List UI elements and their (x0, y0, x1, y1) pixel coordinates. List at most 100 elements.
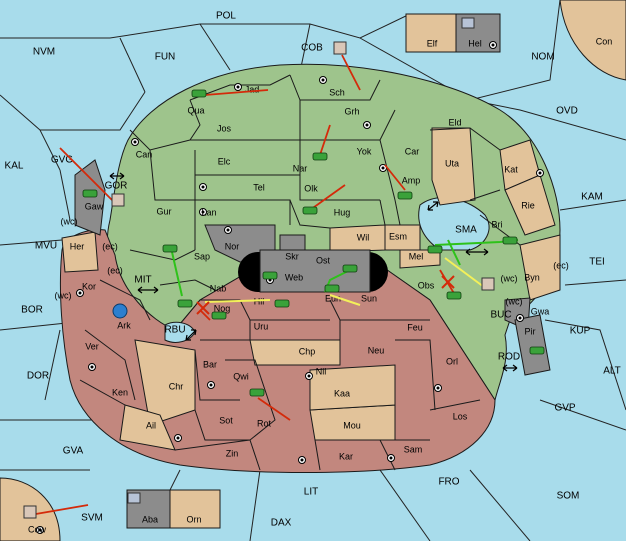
svg-text:Gwa: Gwa (531, 306, 550, 316)
label-lit: LIT (304, 487, 318, 498)
label-fun: FUN (155, 52, 176, 63)
svg-text:Ken: Ken (112, 387, 128, 397)
svg-text:Olk: Olk (304, 183, 318, 193)
svg-text:Kar: Kar (339, 451, 353, 461)
svg-text:Esm: Esm (389, 231, 407, 241)
label-tei: TEI (589, 257, 605, 268)
sea-labels: POL NVM FUN COB NOM OVD KAL GVG KAM MVU … (5, 11, 621, 529)
svg-text:Chp: Chp (299, 346, 316, 356)
move-orders (29, 54, 456, 516)
label-gva: GVA (63, 446, 84, 457)
label-gvp: GVP (554, 403, 575, 414)
svg-text:Qua: Qua (187, 105, 204, 115)
svg-text:Sap: Sap (194, 251, 210, 261)
label-nom: NOM (531, 52, 554, 63)
svg-text:Ark: Ark (117, 320, 131, 330)
label-gvg: GVG (51, 155, 73, 166)
svg-text:Amp: Amp (402, 175, 421, 185)
svg-text:Lan: Lan (201, 207, 216, 217)
connection-arrows (109, 172, 518, 372)
svg-text:Nor: Nor (225, 241, 240, 251)
label-fro: FRO (438, 477, 459, 488)
svg-text:Rie: Rie (521, 200, 535, 210)
svg-text:Gur: Gur (156, 206, 171, 216)
svg-text:Eun: Eun (325, 293, 341, 303)
svg-text:Grh: Grh (344, 106, 359, 116)
svg-text:Can: Can (136, 149, 153, 159)
svg-text:Elf: Elf (427, 38, 438, 48)
svg-text:Byn: Byn (524, 272, 540, 282)
svg-text:Hug: Hug (334, 207, 351, 217)
svg-text:Kor: Kor (82, 281, 96, 291)
province-her (61, 231, 99, 273)
svg-text:Jos: Jos (217, 123, 232, 133)
svg-text:Nil: Nil (316, 366, 327, 376)
svg-text:Nog: Nog (214, 303, 231, 313)
svg-text:Obs: Obs (418, 280, 435, 290)
svg-text:Bar: Bar (203, 359, 217, 369)
fleet-units (23, 17, 495, 519)
svg-text:Rot: Rot (257, 418, 272, 428)
label-bor: BOR (21, 305, 43, 316)
svg-text:Uta: Uta (445, 158, 459, 168)
svg-text:Con: Con (596, 36, 613, 46)
province-borders (79, 74, 521, 471)
svg-text:Gaw: Gaw (85, 201, 104, 211)
svg-text:Hel: Hel (468, 38, 482, 48)
svg-text:(ec): (ec) (102, 241, 118, 251)
label-svm: SVM (81, 513, 103, 524)
label-som: SOM (557, 491, 580, 502)
province-byn (519, 234, 561, 301)
label-mit: MIT (134, 275, 151, 286)
svg-text:Jad: Jad (245, 84, 260, 94)
army-units (82, 89, 545, 397)
province-pir (514, 314, 551, 376)
label-pol: POL (216, 11, 236, 22)
failed-order-markers (196, 275, 455, 315)
svg-text:Kat: Kat (504, 164, 518, 174)
label-dor: DOR (27, 371, 49, 382)
svg-text:Neu: Neu (368, 345, 385, 355)
label-cob: COB (301, 43, 323, 54)
province-rie (504, 174, 556, 236)
svg-text:Chr: Chr (169, 381, 184, 391)
province-chp (249, 339, 341, 366)
label-kup: KUP (570, 326, 591, 337)
svg-text:Sot: Sot (219, 415, 233, 425)
svg-text:Pir: Pir (525, 326, 536, 336)
svg-text:(wc): (wc) (506, 296, 523, 306)
svg-text:Uru: Uru (254, 321, 269, 331)
province-mel (399, 249, 441, 269)
svg-text:Los: Los (453, 411, 468, 421)
svg-text:Ail: Ail (146, 420, 156, 430)
svg-text:Qwi: Qwi (233, 371, 249, 381)
label-buc: BUC (490, 310, 511, 321)
label-kal: KAL (5, 161, 24, 172)
label-rbu: RBU (164, 325, 185, 336)
svg-text:Orl: Orl (446, 356, 458, 366)
svg-text:Elc: Elc (218, 156, 231, 166)
svg-text:Wil: Wil (357, 232, 370, 242)
label-nvm: NVM (33, 47, 55, 58)
svg-text:Bri: Bri (492, 219, 503, 229)
svg-text:Mel: Mel (409, 251, 424, 261)
svg-text:(wc): (wc) (61, 216, 78, 226)
svg-text:Ost: Ost (316, 255, 331, 265)
label-mvu: MVU (35, 241, 57, 252)
tan-province-labels: Elf Con Uta Kat Rie Wil Esm Mel Byn Her … (28, 36, 612, 534)
svg-text:Zin: Zin (226, 448, 239, 458)
svg-text:Nab: Nab (210, 283, 227, 293)
svg-text:Ver: Ver (85, 341, 99, 351)
label-alt: ALT (603, 366, 621, 377)
svg-text:Eld: Eld (448, 117, 461, 127)
red-province-labels: Obs Sun Eun Hil Nog Uru Feu Neu Orl Nil … (85, 280, 468, 461)
svg-text:(ec): (ec) (553, 260, 569, 270)
svg-text:Sam: Sam (404, 444, 423, 454)
svg-text:Her: Her (70, 241, 85, 251)
label-ovd: OVD (556, 106, 578, 117)
svg-text:Web: Web (285, 272, 303, 282)
svg-text:Nar: Nar (293, 163, 308, 173)
svg-text:Tel: Tel (253, 182, 265, 192)
